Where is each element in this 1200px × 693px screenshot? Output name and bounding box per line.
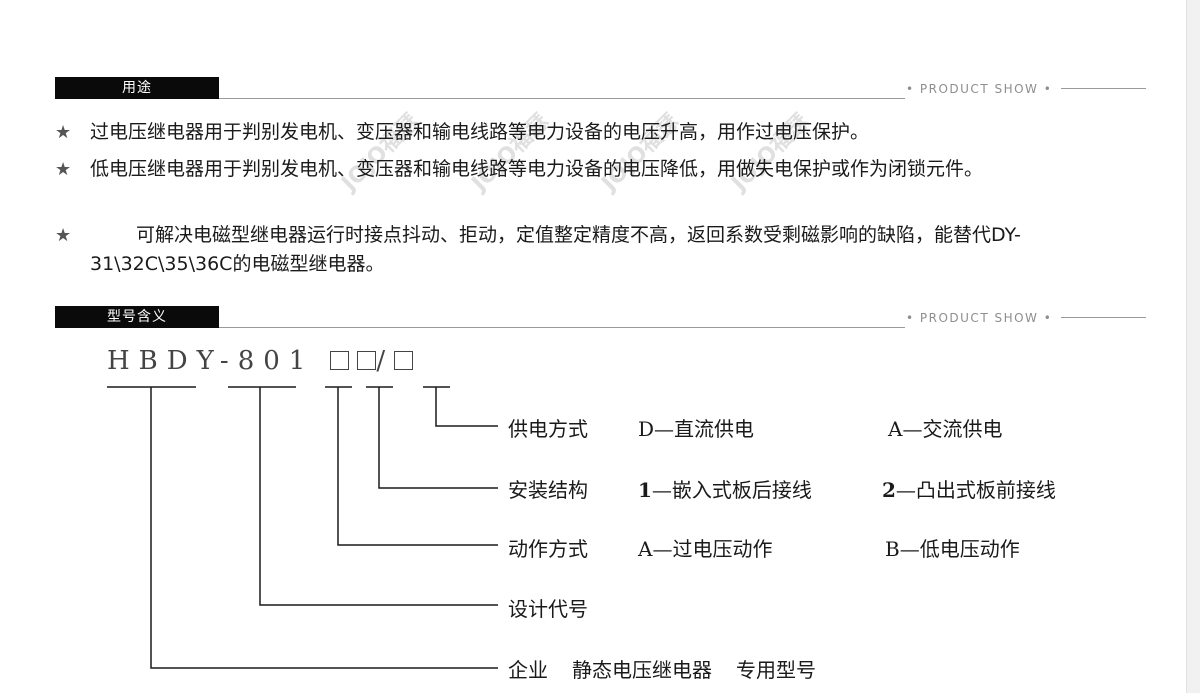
legend-row-enterprise: 企业静态电压继电器专用型号 bbox=[508, 658, 816, 682]
option-box bbox=[357, 351, 377, 370]
star-icon: ★ bbox=[55, 159, 72, 180]
section-tab-label: 型号含义 bbox=[55, 306, 219, 328]
legend-option: D—直流供电 bbox=[638, 417, 755, 441]
legend-row-power: 供电方式 bbox=[508, 417, 588, 441]
section-divider bbox=[219, 98, 905, 99]
star-icon: ★ bbox=[55, 225, 72, 246]
model-slash: / bbox=[376, 346, 395, 376]
legend-option: 2—凸出式板前接线 bbox=[882, 478, 1056, 502]
star-icon: ★ bbox=[55, 122, 72, 143]
product-show-tag: • PRODUCT SHOW • bbox=[906, 82, 1053, 96]
section-divider bbox=[219, 327, 905, 328]
legend-option: B—低电压动作 bbox=[885, 537, 1020, 561]
section-tab-label: 用途 bbox=[55, 77, 219, 99]
section-header-usage: 用途 • PRODUCT SHOW • bbox=[55, 77, 1146, 99]
option-box bbox=[394, 351, 414, 370]
legend-option: 1—嵌入式板后接线 bbox=[638, 478, 812, 502]
legend-row-action: 动作方式 bbox=[508, 537, 588, 561]
legend-option: A—交流供电 bbox=[888, 417, 1003, 441]
section-divider-right bbox=[1061, 317, 1146, 318]
list-item-text: 过电压继电器用于判别发电机、变压器和输电线路等电力设备的电压升高，用作过电压保护… bbox=[90, 121, 870, 143]
legend-option: A—过电压动作 bbox=[638, 537, 773, 561]
page-right-border bbox=[1186, 0, 1200, 693]
model-code: HBDY-801 / bbox=[107, 346, 414, 376]
section-divider-right bbox=[1061, 88, 1146, 89]
option-box bbox=[330, 351, 350, 370]
list-item-text: 可解决电磁型继电器运行时接点抖动、拒动，定值整定精度不高，返回系数受剩磁影响的缺… bbox=[90, 224, 1021, 275]
section-header-model: 型号含义 • PRODUCT SHOW • bbox=[55, 306, 1146, 328]
legend-row-mount: 安装结构 bbox=[508, 478, 588, 502]
model-prefix: HBDY-801 bbox=[107, 346, 315, 376]
product-show-tag: • PRODUCT SHOW • bbox=[906, 311, 1053, 325]
list-item-text: 低电压继电器用于判别发电机、变压器和输电线路等电力设备的电压降低，用做失电保护或… bbox=[90, 158, 984, 180]
legend-row-design: 设计代号 bbox=[508, 597, 588, 621]
